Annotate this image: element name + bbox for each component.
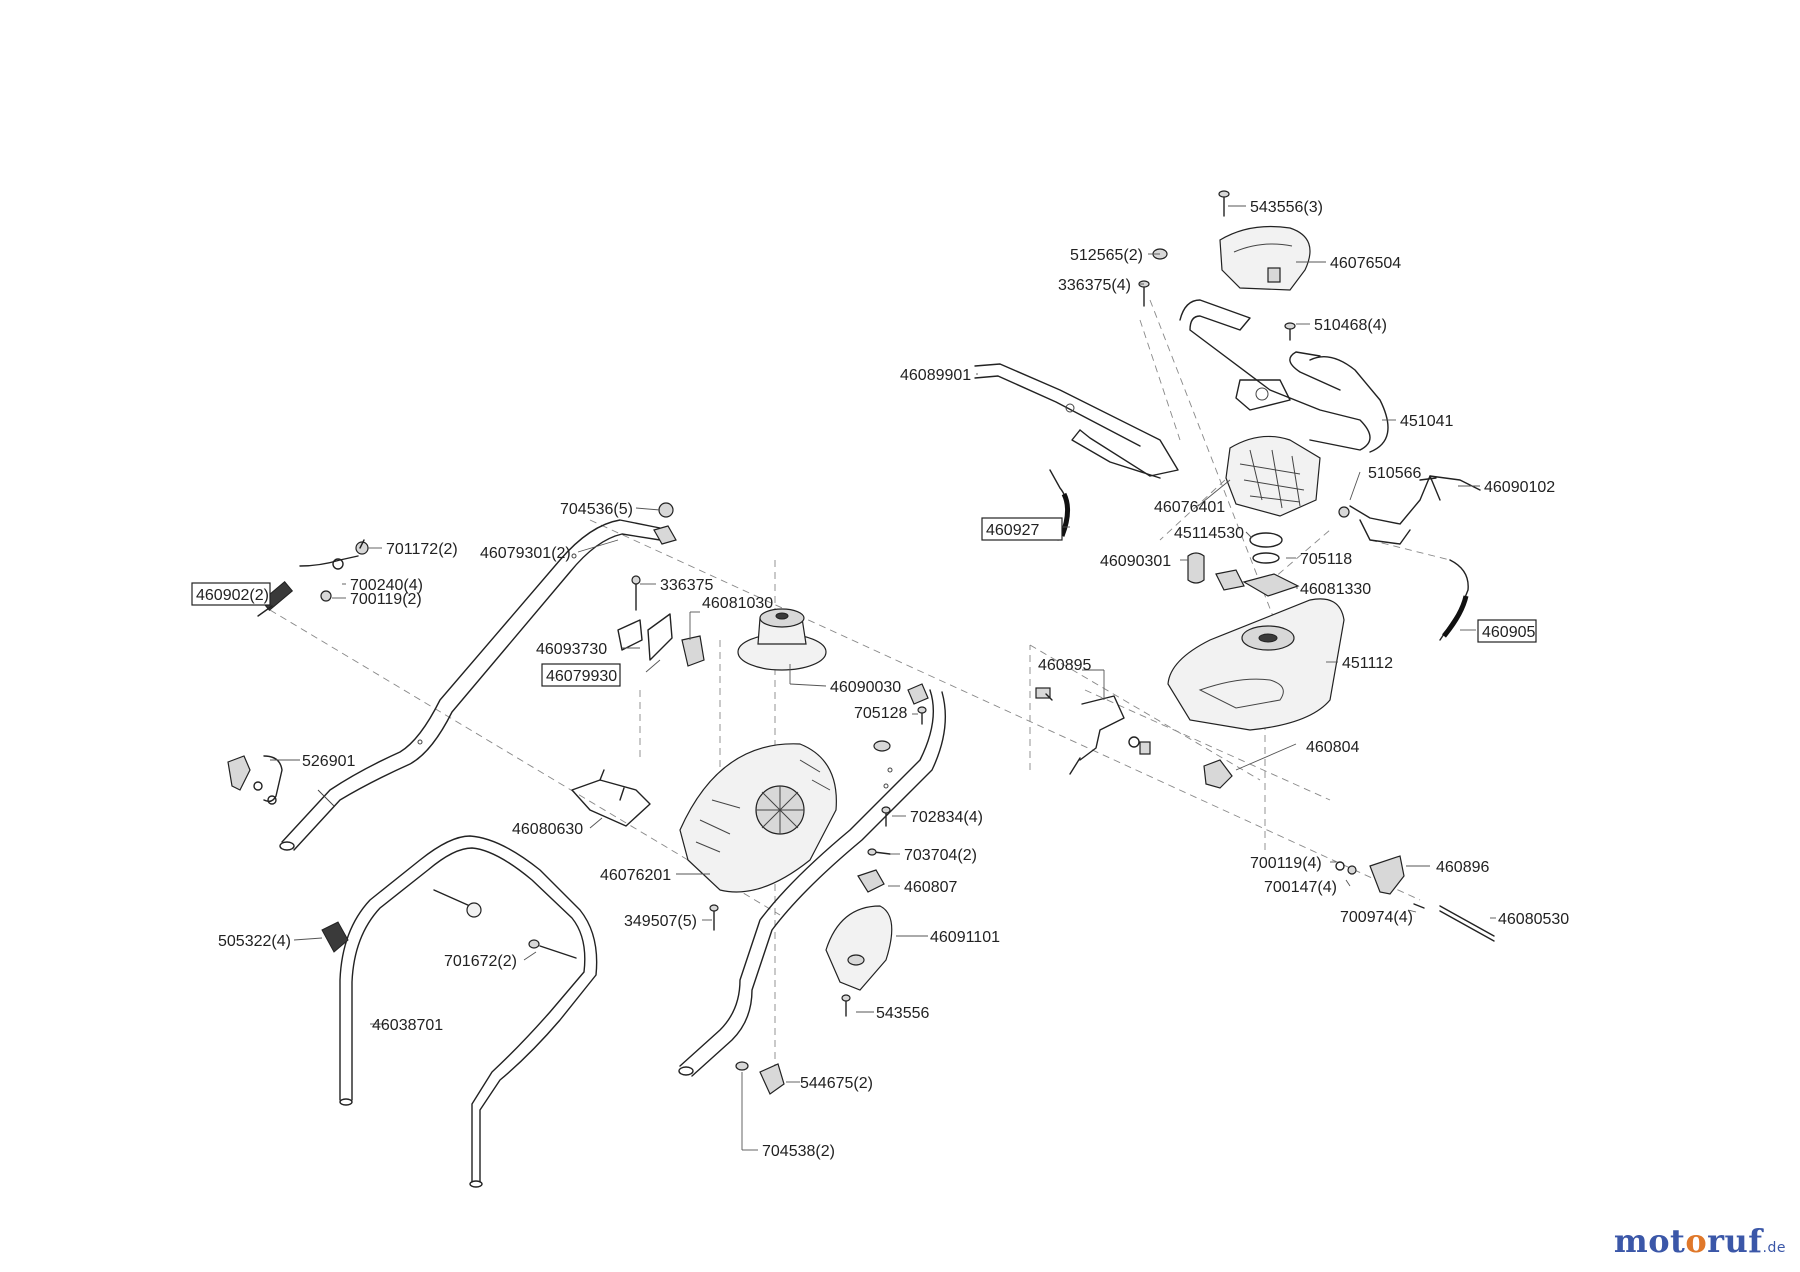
lever-460895 — [1035, 687, 1151, 775]
handle-clamps — [227, 755, 785, 1095]
label-460927: 460927 — [986, 522, 1039, 539]
label-451041: 451041 — [1400, 413, 1453, 430]
cover-46091101 — [825, 905, 893, 991]
label-46081330: 46081330 — [1300, 581, 1371, 598]
label-701172-2: 701172(2) — [386, 541, 458, 558]
left-handle-rail — [279, 519, 661, 851]
watermark-logo: motoruf.de — [1613, 1222, 1786, 1260]
label-700147-4: 700147(4) — [1264, 879, 1337, 896]
label-705118: 705118 — [1300, 551, 1352, 568]
label-510566: 510566 — [1368, 465, 1421, 482]
label-705128: 705128 — [854, 705, 907, 722]
motor-hub — [737, 608, 827, 671]
label-46091101: 46091101 — [930, 929, 1000, 946]
label-704538-2: 704538(2) — [762, 1143, 835, 1160]
label-700240-4: 700240(4) — [350, 577, 423, 594]
label-526901: 526901 — [302, 753, 355, 770]
label-336375-4: 336375(4) — [1058, 277, 1131, 294]
label-505322-4: 505322(4) — [218, 933, 291, 950]
cable-460927 — [1049, 469, 1070, 541]
base-plate — [1167, 598, 1345, 731]
label-703704-2: 703704(2) — [904, 847, 977, 864]
label-349507-5: 349507(5) — [624, 913, 697, 930]
label-46076201: 46076201 — [600, 867, 671, 884]
label-510468-4: 510468(4) — [1314, 317, 1387, 334]
left-rail-hardware — [653, 502, 929, 705]
label-460896: 460896 — [1436, 859, 1489, 876]
label-46090030: 46090030 — [830, 679, 901, 696]
label-700974-4: 700974(4) — [1340, 909, 1413, 926]
label-46089901: 46089901 — [900, 367, 971, 384]
right-handle-rail — [678, 689, 946, 1077]
label-46076504: 46076504 — [1330, 255, 1401, 272]
label-460804: 460804 — [1306, 739, 1359, 756]
label-46093730: 46093730 — [536, 641, 607, 658]
clamp-460896 — [1335, 855, 1495, 942]
ring-seals — [1187, 532, 1300, 597]
label-336375: 336375 — [660, 577, 713, 594]
label-46079930: 46079930 — [546, 668, 617, 685]
bracket-46080630 — [571, 769, 651, 827]
label-700119-4: 700119(4) — [1250, 855, 1322, 872]
label-460902-2: 460902(2) — [196, 587, 269, 604]
housing-46076201 — [679, 743, 837, 893]
console-cover — [1219, 225, 1311, 291]
label-46079301-2: 46079301(2) — [480, 545, 571, 562]
part-number-labels: 543556(3) 512565(2) 46076504 336375(4) 5… — [191, 199, 1569, 1160]
label-543556-3: 543556(3) — [1250, 199, 1323, 216]
screws — [359, 190, 1296, 1071]
label-460807: 460807 — [904, 879, 957, 896]
top-handle-bar — [1179, 299, 1389, 453]
label-543556: 543556 — [876, 1005, 929, 1022]
lower-handle-bar — [339, 835, 598, 1188]
label-704536-5: 704536(5) — [560, 501, 633, 518]
label-46090102: 46090102 — [1484, 479, 1555, 496]
label-544675-2: 544675(2) — [800, 1075, 873, 1092]
leader-lines — [270, 205, 1496, 1151]
label-512565-2: 512565(2) — [1070, 247, 1143, 264]
label-460895: 460895 — [1038, 657, 1091, 674]
label-702834-4: 702834(4) — [910, 809, 983, 826]
label-451112: 451112 — [1342, 655, 1393, 672]
label-460905: 460905 — [1482, 624, 1535, 641]
label-46081030: 46081030 — [702, 595, 773, 612]
label-700119-2: 700119(2) — [350, 591, 422, 608]
label-46090301: 46090301 — [1100, 553, 1171, 570]
label-46038701: 46038701 — [372, 1017, 443, 1034]
label-46080630: 46080630 — [512, 821, 583, 838]
console-body — [1225, 435, 1321, 517]
cable-460905 — [1338, 475, 1481, 641]
label-46076401: 46076401 — [1154, 499, 1225, 516]
label-45114530: 45114530 — [1174, 525, 1244, 542]
label-701672-2: 701672(2) — [444, 953, 517, 970]
label-46080530: 46080530 — [1498, 911, 1569, 928]
grip-460804 — [1203, 759, 1233, 789]
small-brackets — [617, 575, 705, 667]
bail-lever — [974, 363, 1179, 479]
